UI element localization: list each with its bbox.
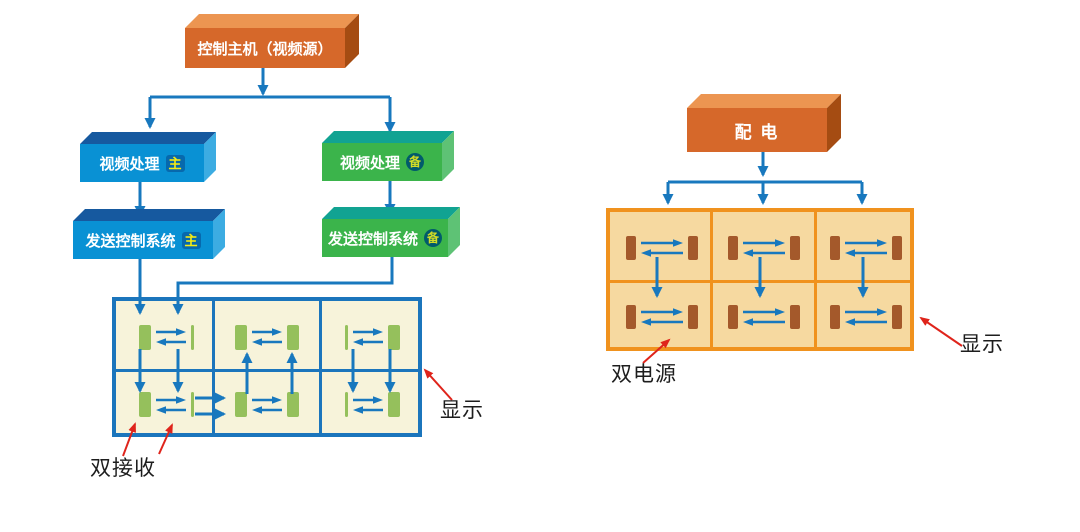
bidirectional-arrow-icon [155, 328, 186, 346]
power-supply-unit [829, 305, 840, 329]
bidirectional-arrow-icon [352, 395, 383, 414]
receiver-unit [235, 392, 247, 417]
grid-divider [814, 212, 817, 347]
bidirectional-arrow-icon [641, 239, 683, 257]
display-panel [713, 216, 814, 280]
control-host-label: 控制主机（视频源） [197, 40, 333, 58]
send-control-main-box: 发送控制系统 主 [73, 209, 225, 259]
receiver-unit [190, 324, 194, 350]
main-badge: 主 [165, 154, 185, 172]
receiver-unit [138, 324, 151, 350]
dual-receive-label: 双接收 [90, 457, 156, 480]
display-panel [215, 305, 319, 369]
video-processing-main-label: 视频处理 [99, 155, 160, 173]
bidirectional-arrow-icon [742, 239, 785, 257]
display-panel [322, 372, 422, 437]
control-host-box: 控制主机（视频源） [185, 14, 359, 68]
power-supply-unit [829, 236, 840, 260]
display-panel [215, 372, 319, 437]
display-label-right: 显示 [960, 333, 1004, 356]
box-top-face [185, 14, 359, 28]
send-control-backup-box: 发送控制系统 备 [322, 207, 460, 257]
receiver-unit [235, 324, 247, 350]
main-badge: 主 [181, 231, 201, 249]
video-processing-backup-box: 视频处理 备 [322, 131, 454, 181]
power-supply-unit [789, 236, 800, 260]
display-panel [322, 305, 422, 369]
display-wall-right [606, 208, 914, 351]
display-panel [817, 216, 914, 280]
bidirectional-arrow-icon [352, 328, 383, 346]
backup-badge: 备 [406, 153, 424, 171]
display-wall-left [112, 297, 422, 437]
send-control-backup-label: 发送控制系统 [327, 230, 418, 248]
power-supply-unit [891, 305, 902, 329]
power-supply-unit [688, 305, 698, 329]
display-panel [713, 283, 814, 351]
bidirectional-arrow-icon [844, 308, 887, 326]
power-supply-unit [891, 236, 902, 260]
display-panel [614, 216, 710, 280]
bidirectional-arrow-icon [742, 308, 785, 326]
receiver-unit [344, 392, 348, 417]
bidirectional-arrow-icon [844, 239, 887, 257]
send-control-main-label: 发送控制系统 [85, 232, 176, 250]
bidirectional-arrow-icon [252, 395, 282, 414]
power-distribution-box: 配 电 [687, 94, 841, 152]
receiver-unit [344, 324, 348, 350]
bidirectional-arrow-icon [155, 395, 186, 414]
box-top-face [687, 94, 841, 108]
backup-badge: 备 [424, 229, 442, 247]
power-supply-unit [789, 305, 800, 329]
display-panel [120, 305, 212, 369]
grid-divider [319, 301, 322, 433]
power-supply-unit [626, 236, 636, 260]
receiver-unit [387, 392, 400, 417]
display-panel [817, 283, 914, 351]
box-top-face [73, 209, 225, 221]
grid-divider [212, 301, 215, 433]
receiver-unit [387, 324, 400, 350]
bidirectional-arrow-icon [641, 308, 683, 326]
power-supply-unit [727, 305, 738, 329]
video-processing-backup-label: 视频处理 [339, 154, 400, 172]
power-supply-unit [626, 305, 636, 329]
receiver-unit [287, 392, 299, 417]
display-panel [120, 372, 212, 437]
grid-divider [710, 212, 713, 347]
receiver-unit [190, 392, 194, 417]
receiver-unit [287, 324, 299, 350]
display-label-left: 显示 [440, 399, 484, 422]
power-distribution-label: 配 电 [734, 122, 780, 142]
box-top-face [322, 207, 460, 219]
display-panel [614, 283, 710, 351]
box-top-face [322, 131, 454, 143]
power-supply-unit [727, 236, 738, 260]
box-top-face [80, 132, 216, 144]
video-processing-main-box: 视频处理 主 [80, 132, 216, 182]
power-supply-unit [688, 236, 698, 260]
grid-divider [116, 369, 418, 372]
display-right-pointer [919, 316, 963, 347]
receiver-unit [138, 392, 151, 417]
dual-power-label: 双电源 [611, 363, 677, 386]
bidirectional-arrow-icon [252, 328, 282, 346]
